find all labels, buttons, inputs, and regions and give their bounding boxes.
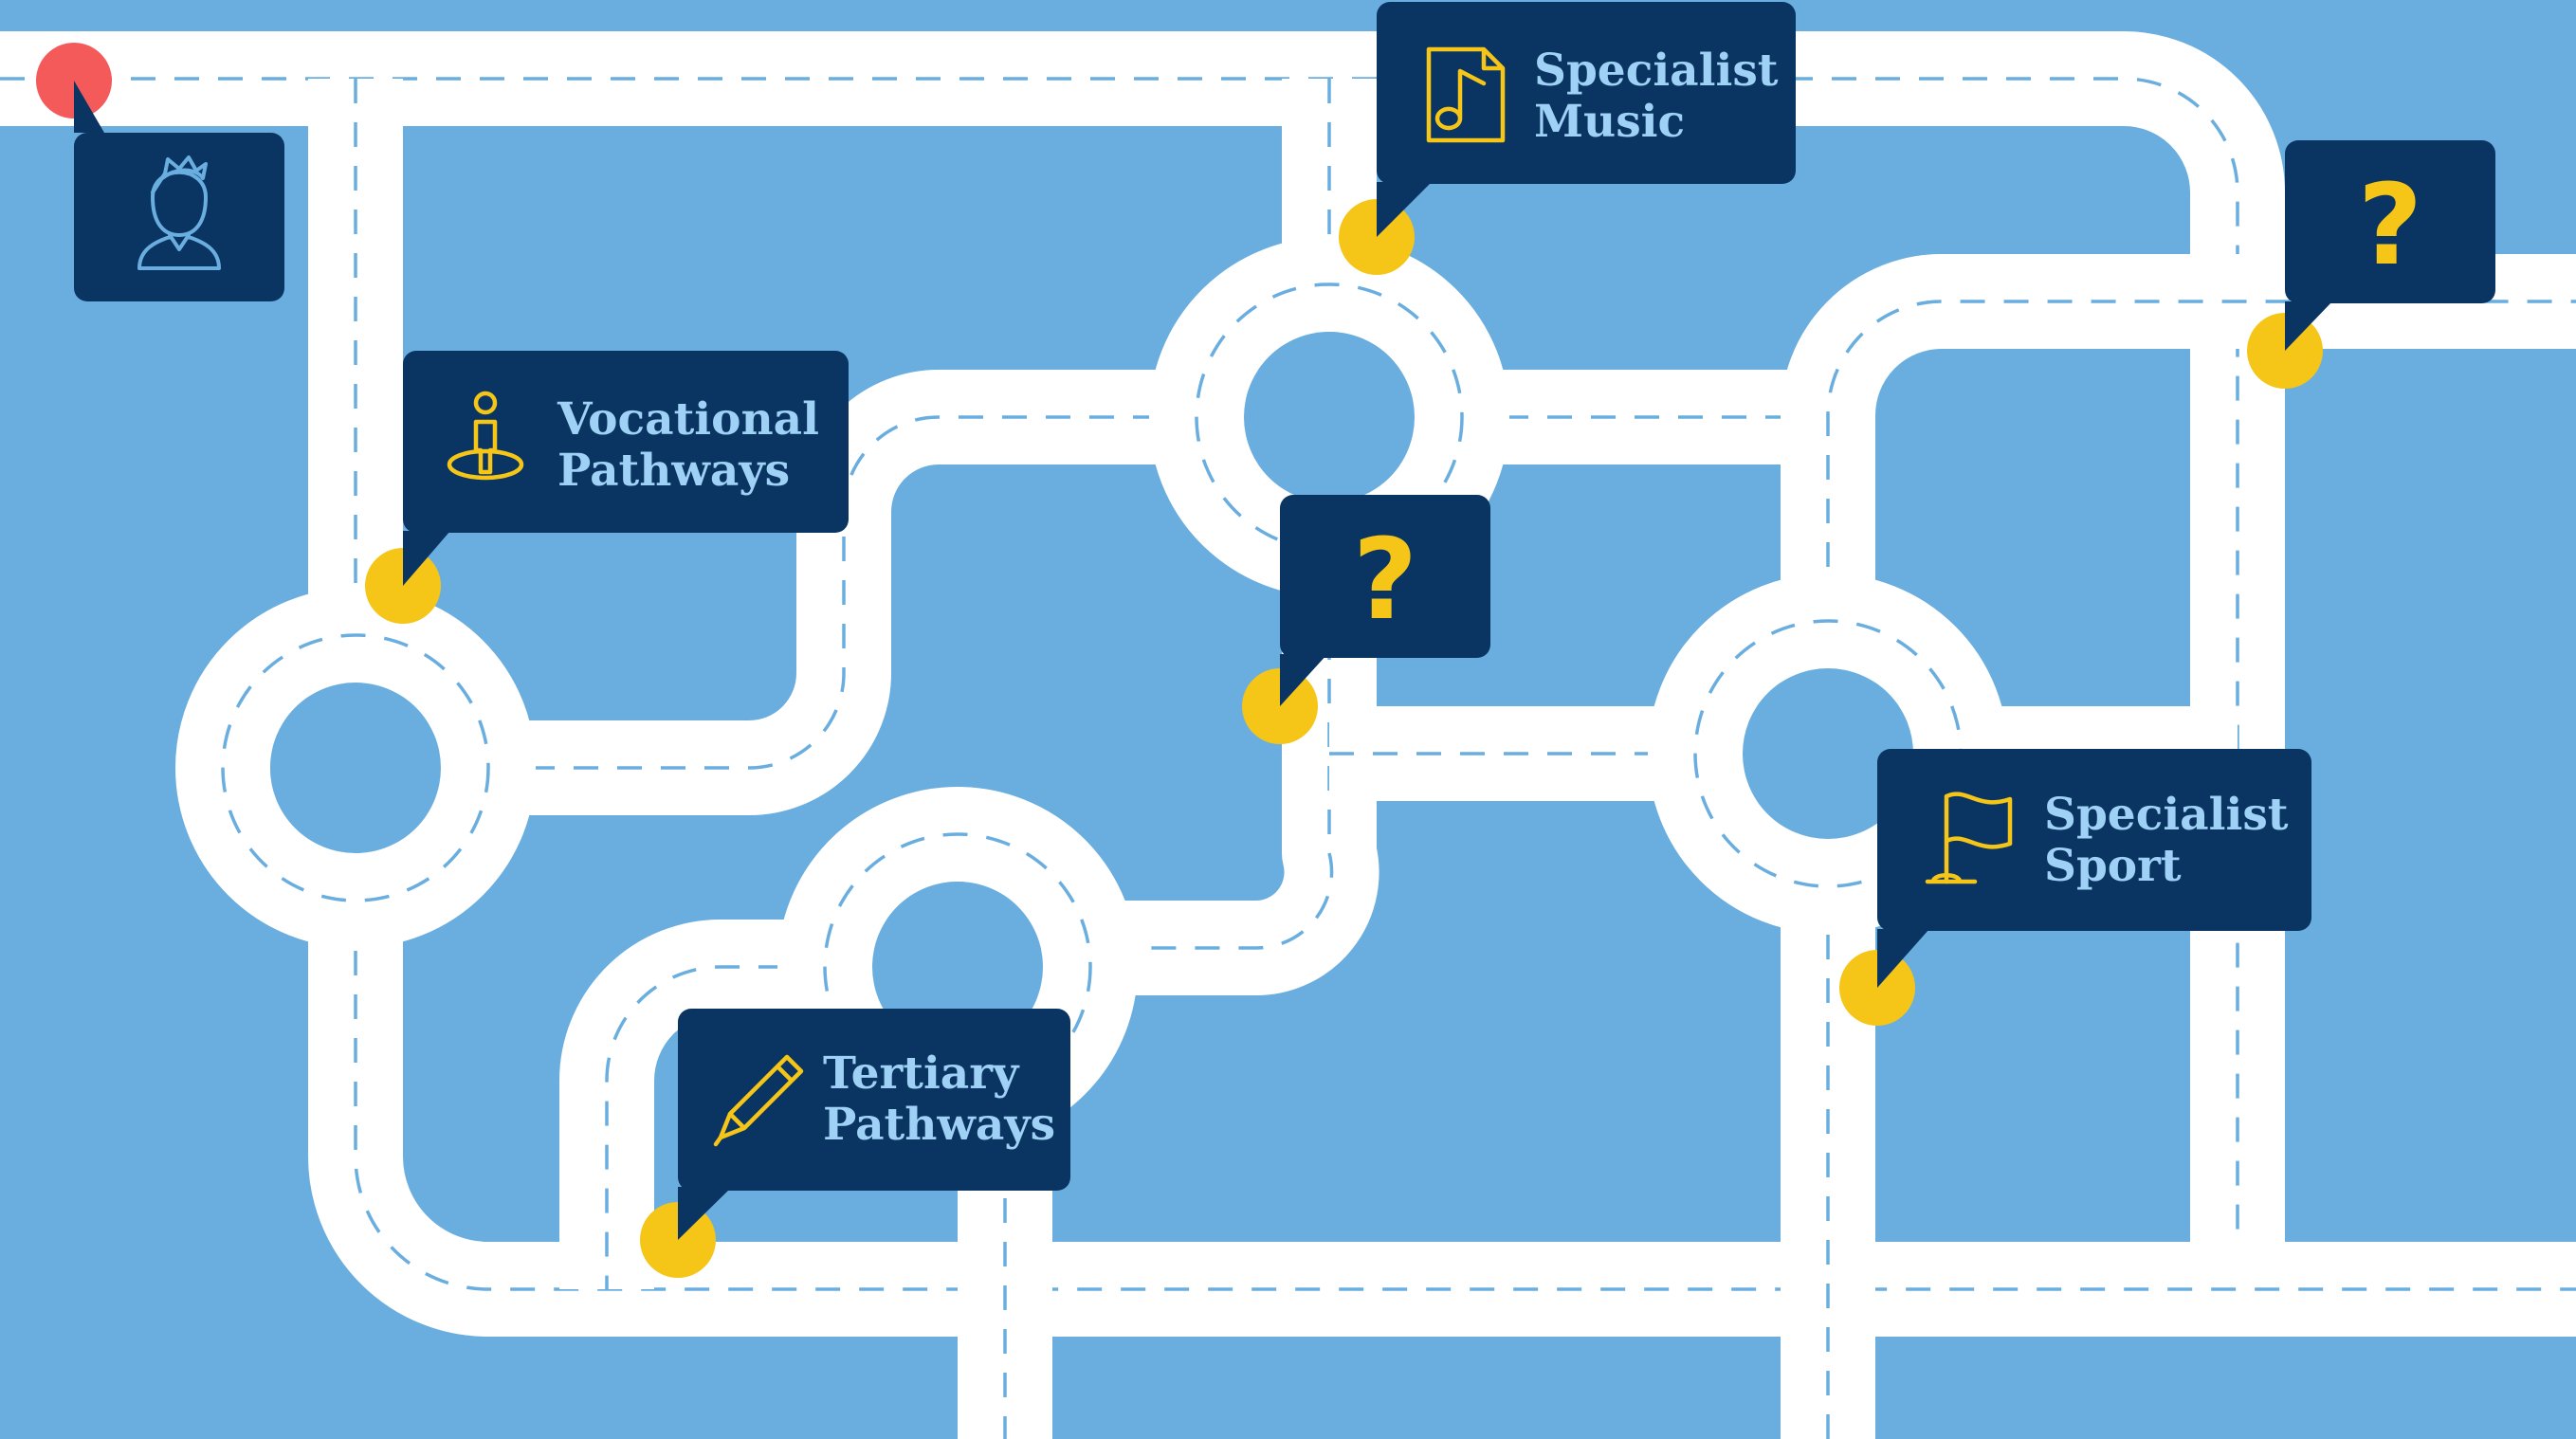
sport-line2: Sport — [2044, 840, 2182, 892]
music-line2: Music — [1534, 96, 1685, 148]
tertiary-line1: Tertiary — [823, 1047, 1020, 1100]
unknown-callout-middle[interactable]: ? — [1242, 495, 1490, 744]
unknown-middle-box — [1280, 495, 1490, 658]
person-icon — [137, 155, 221, 270]
music-file-icon — [1426, 46, 1506, 143]
pen-icon — [713, 1054, 804, 1147]
music-line1: Specialist — [1534, 45, 1779, 97]
tertiary-box — [678, 1009, 1070, 1191]
roundabout-top-dash — [1195, 282, 1464, 552]
start-callout-pointer — [74, 81, 104, 133]
unknown-middle-pointer — [1280, 654, 1327, 706]
question-mark-middle: ? — [1353, 514, 1417, 645]
question-mark-right: ? — [2358, 159, 2422, 290]
person-on-target-icon — [447, 391, 524, 481]
tertiary-pathways-callout[interactable]: Tertiary Pathways — [640, 1009, 1070, 1278]
road-vocational-dash — [356, 415, 1329, 770]
road-top-dash — [0, 77, 2239, 1242]
tertiary-line2: Pathways — [823, 1099, 1055, 1151]
flag-icon — [1925, 792, 2013, 884]
sport-line1: Specialist — [2044, 789, 2289, 841]
unknown-callout-right[interactable]: ? — [2247, 140, 2495, 389]
start-callout — [36, 43, 284, 301]
vocational-pathways-callout[interactable]: Vocational Pathways — [365, 351, 849, 624]
specialist-music-callout[interactable]: Specialist Music — [1339, 2, 1796, 275]
roundabout-left-dash — [221, 633, 490, 902]
unknown-right-pointer — [2285, 301, 2332, 351]
sport-box — [1877, 749, 2311, 931]
road-left-dash — [354, 79, 2576, 1291]
vocational-line2: Pathways — [557, 445, 790, 497]
roundabout-bottom-dash — [823, 832, 1092, 1102]
vocational-line1: Vocational — [557, 393, 819, 446]
roundabout-left-island — [270, 683, 441, 853]
unknown-right-box — [2285, 140, 2495, 303]
vocational-pointer — [403, 531, 450, 586]
road-right-dash — [1826, 300, 2576, 1439]
specialist-sport-callout[interactable]: Specialist Sport — [1839, 749, 2311, 1026]
music-pointer — [1377, 182, 1432, 237]
tertiary-pointer — [678, 1187, 732, 1240]
road-tertiary-dash — [605, 965, 1007, 1439]
vocational-box — [403, 351, 849, 533]
start-callout-box — [74, 133, 284, 301]
roundabout-top-island — [1244, 332, 1415, 502]
roundabout-right-island — [1743, 668, 1913, 839]
sport-pointer — [1877, 929, 1929, 988]
